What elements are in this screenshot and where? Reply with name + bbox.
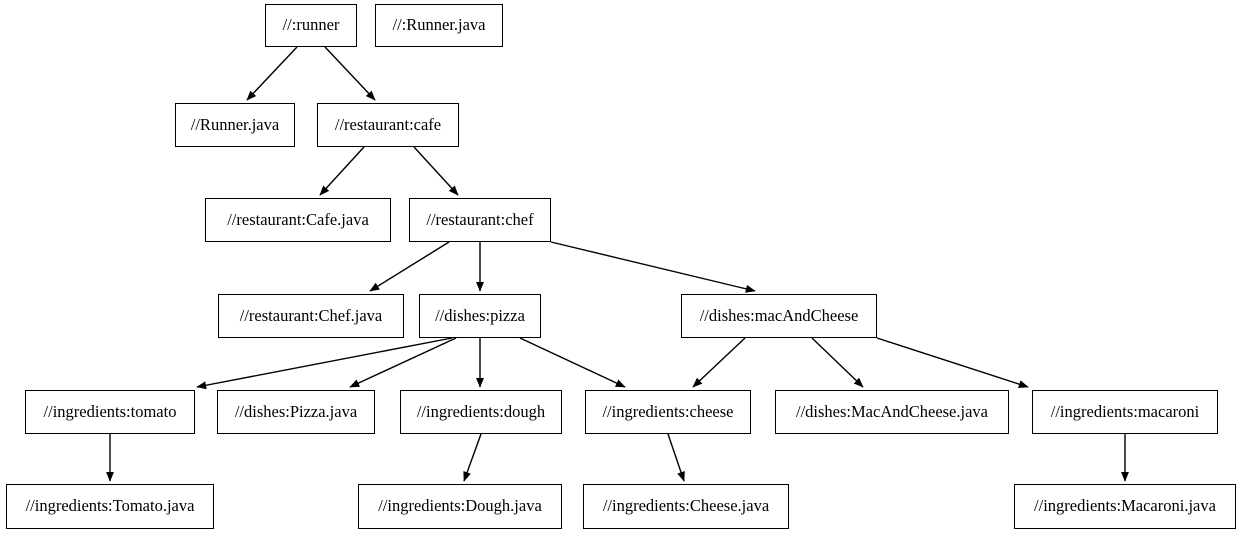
graph-edge-dishes_pizza-to-ing_tomato — [196, 337, 453, 390]
graph-node-macaroni_java[interactable]: //ingredients:Macaroni.java — [1014, 484, 1236, 529]
graph-edge-dishes_mac-to-ing_macaroni — [876, 337, 1029, 388]
graph-node-label: //ingredients:Tomato.java — [25, 496, 195, 516]
graph-edge-runner-to-restaurant_cafe — [324, 46, 376, 101]
graph-edge-restaurant_chef-to-chef_java — [369, 241, 450, 292]
graph-node-runner_java[interactable]: //Runner.java — [175, 103, 295, 147]
graph-edge-runner-to-runner_java — [246, 46, 298, 101]
graph-node-label: //restaurant:cafe — [334, 114, 442, 134]
graph-node-ing_tomato[interactable]: //ingredients:tomato — [25, 390, 195, 434]
graph-node-label: //ingredients:tomato — [43, 401, 177, 421]
graph-node-cafe_java[interactable]: //restaurant:Cafe.java — [205, 198, 391, 242]
graph-node-dishes_pizza[interactable]: //dishes:pizza — [419, 294, 541, 338]
graph-node-label: //restaurant:Chef.java — [239, 305, 383, 325]
graph-node-label: //ingredients:Macaroni.java — [1034, 496, 1216, 516]
graph-node-label: //dishes:MacAndCheese.java — [796, 401, 988, 421]
graph-node-restaurant_chef[interactable]: //restaurant:chef — [409, 198, 551, 242]
graph-edge-ing_cheese-to-cheese_java — [667, 433, 685, 482]
graph-node-label: //Runner.java — [190, 114, 280, 134]
graph-edge-dishes_mac-to-ing_cheese — [692, 337, 746, 388]
graph-node-label: //restaurant:chef — [426, 209, 534, 229]
graph-node-mac_java[interactable]: //dishes:MacAndCheese.java — [775, 390, 1009, 434]
graph-node-ing_cheese[interactable]: //ingredients:cheese — [585, 390, 751, 434]
graph-node-ing_dough[interactable]: //ingredients:dough — [400, 390, 562, 434]
graph-edge-ing_dough-to-dough_java — [463, 433, 482, 482]
graph-node-label: //ingredients:dough — [416, 401, 546, 421]
graph-node-label: //ingredients:Dough.java — [378, 496, 542, 516]
graph-node-label: //dishes:macAndCheese — [699, 305, 859, 325]
graph-node-cheese_java[interactable]: //ingredients:Cheese.java — [583, 484, 789, 529]
graph-node-label: //restaurant:Cafe.java — [227, 209, 369, 229]
graph-node-label: //dishes:pizza — [435, 305, 525, 325]
graph-edge-dishes_pizza-to-ing_cheese — [519, 337, 626, 388]
graph-edge-dishes_mac-to-mac_java — [811, 337, 864, 388]
graph-node-label: //:runner — [282, 15, 340, 35]
graph-node-pizza_java[interactable]: //dishes:Pizza.java — [217, 390, 375, 434]
graph-edge-restaurant_chef-to-dishes_mac — [550, 241, 756, 293]
graph-node-runner[interactable]: //:runner — [265, 4, 357, 47]
graph-edge-restaurant_cafe-to-restaurant_chef — [413, 146, 459, 196]
graph-node-tomato_java[interactable]: //ingredients:Tomato.java — [6, 484, 214, 529]
graph-node-ing_macaroni[interactable]: //ingredients:macaroni — [1032, 390, 1218, 434]
graph-node-label: //ingredients:cheese — [602, 401, 734, 421]
graph-node-restaurant_cafe[interactable]: //restaurant:cafe — [317, 103, 459, 147]
graph-node-label: //:Runner.java — [392, 15, 486, 35]
graph-node-label: //dishes:Pizza.java — [234, 401, 358, 421]
graph-node-runner_java_root[interactable]: //:Runner.java — [375, 4, 503, 47]
graph-edge-dishes_pizza-to-pizza_java — [349, 337, 457, 388]
graph-edge-restaurant_cafe-to-cafe_java — [319, 146, 365, 196]
graph-node-dishes_mac[interactable]: //dishes:macAndCheese — [681, 294, 877, 338]
graph-node-label: //ingredients:macaroni — [1050, 401, 1200, 421]
graph-node-label: //ingredients:Cheese.java — [602, 496, 770, 516]
graph-node-chef_java[interactable]: //restaurant:Chef.java — [218, 294, 404, 338]
graph-node-dough_java[interactable]: //ingredients:Dough.java — [358, 484, 562, 529]
